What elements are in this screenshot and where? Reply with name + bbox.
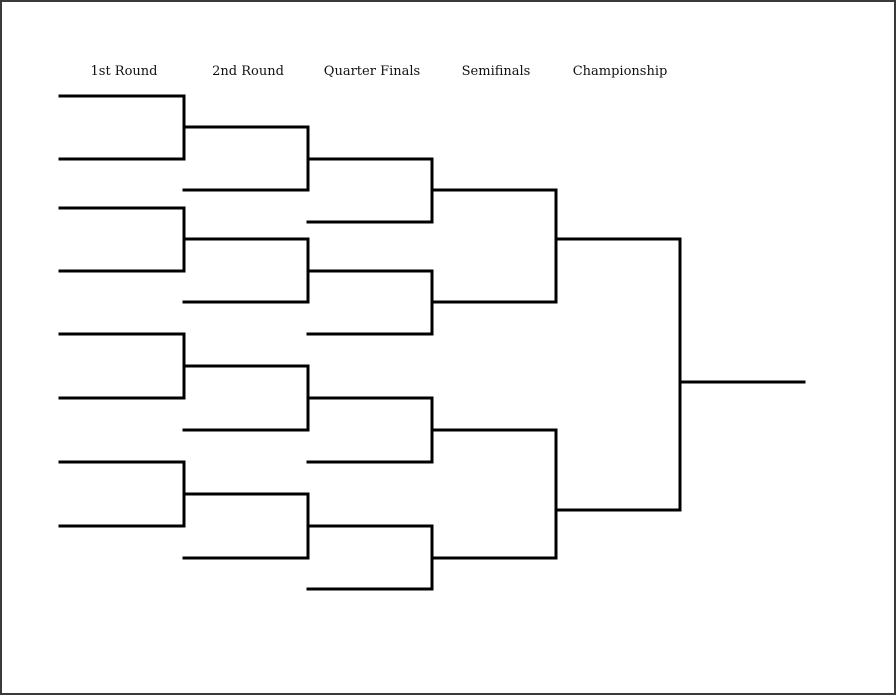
qf-match-1 (306, 157, 434, 224)
round-label-championship: Championship (572, 64, 668, 79)
r1-match-3 (58, 332, 186, 400)
r1-match-1 (58, 94, 186, 161)
qf-match-2 (306, 269, 434, 336)
sf-match-1 (430, 188, 558, 304)
r2-match-4 (182, 492, 310, 560)
r2-match-1 (182, 125, 310, 192)
round-label-1st-round: 1st Round (90, 64, 158, 79)
r2-match-2 (182, 237, 310, 304)
r1-match-2 (58, 206, 186, 273)
r2-match-3 (182, 364, 310, 432)
r1-match-4 (58, 460, 186, 528)
qf-match-4 (306, 524, 434, 591)
sf-match-2 (430, 428, 558, 560)
championship-match (554, 237, 682, 512)
qf-match-3 (306, 396, 434, 464)
round-label-semifinals: Semifinals (461, 64, 531, 79)
round-label-2nd-round: 2nd Round (212, 64, 284, 79)
round-label-quarter-finals: Quarter Finals (323, 64, 421, 79)
